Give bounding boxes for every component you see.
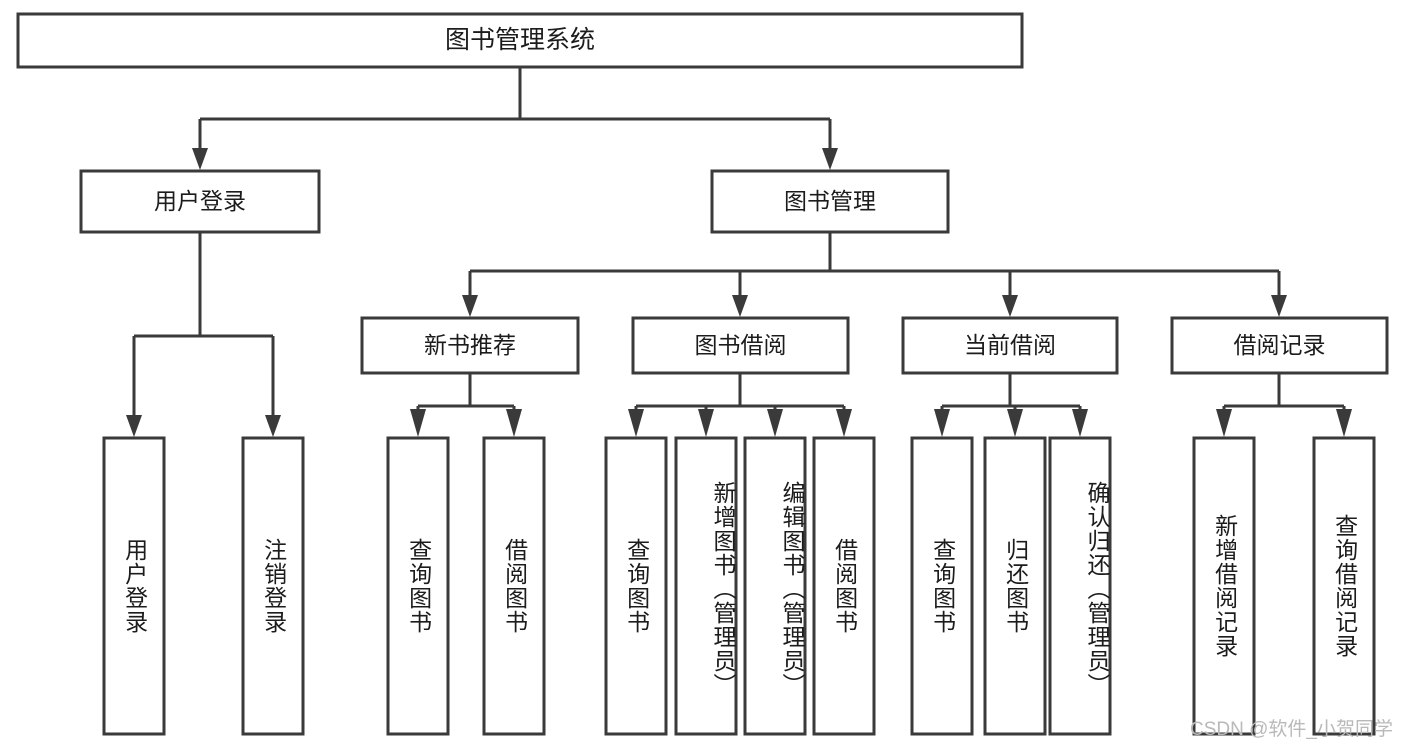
connector-user-login-to-leaves	[126, 232, 281, 437]
node-box-leaf[interactable]	[812, 436, 876, 736]
node-box-leaf[interactable]	[910, 436, 974, 736]
connector-book-borrow-to-leaves	[628, 373, 852, 437]
node-box-book-borrow[interactable]	[631, 316, 850, 375]
node-box-current-borrow[interactable]	[901, 316, 1119, 375]
node-box-new-book-recommend[interactable]	[360, 316, 580, 375]
node-box-leaf[interactable]	[1048, 436, 1112, 736]
node-box-leaf[interactable]	[1312, 436, 1376, 736]
node-box-leaf[interactable]	[983, 436, 1047, 736]
node-box-leaf[interactable]	[604, 436, 668, 736]
node-box-leaf[interactable]	[241, 436, 305, 736]
node-box-leaf[interactable]	[386, 436, 450, 736]
node-box-book-management[interactable]	[710, 169, 950, 234]
node-box-leaf[interactable]	[1192, 436, 1256, 736]
node-box-borrow-records[interactable]	[1170, 316, 1389, 375]
node-box-leaf[interactable]	[674, 436, 738, 736]
connector-root-to-level1	[192, 67, 838, 170]
connector-borrow-records-to-leaves	[1216, 373, 1352, 437]
connector-book-management-to-level2	[462, 232, 1287, 317]
node-box-leaf[interactable]	[482, 436, 546, 736]
node-box-leaf[interactable]	[102, 436, 166, 736]
node-box-root[interactable]	[16, 12, 1024, 69]
node-box-leaf[interactable]	[743, 436, 807, 736]
connector-new-book-recommend-to-leaves	[410, 373, 522, 437]
node-box-user-login[interactable]	[79, 169, 321, 234]
connector-current-borrow-to-leaves	[934, 373, 1088, 437]
